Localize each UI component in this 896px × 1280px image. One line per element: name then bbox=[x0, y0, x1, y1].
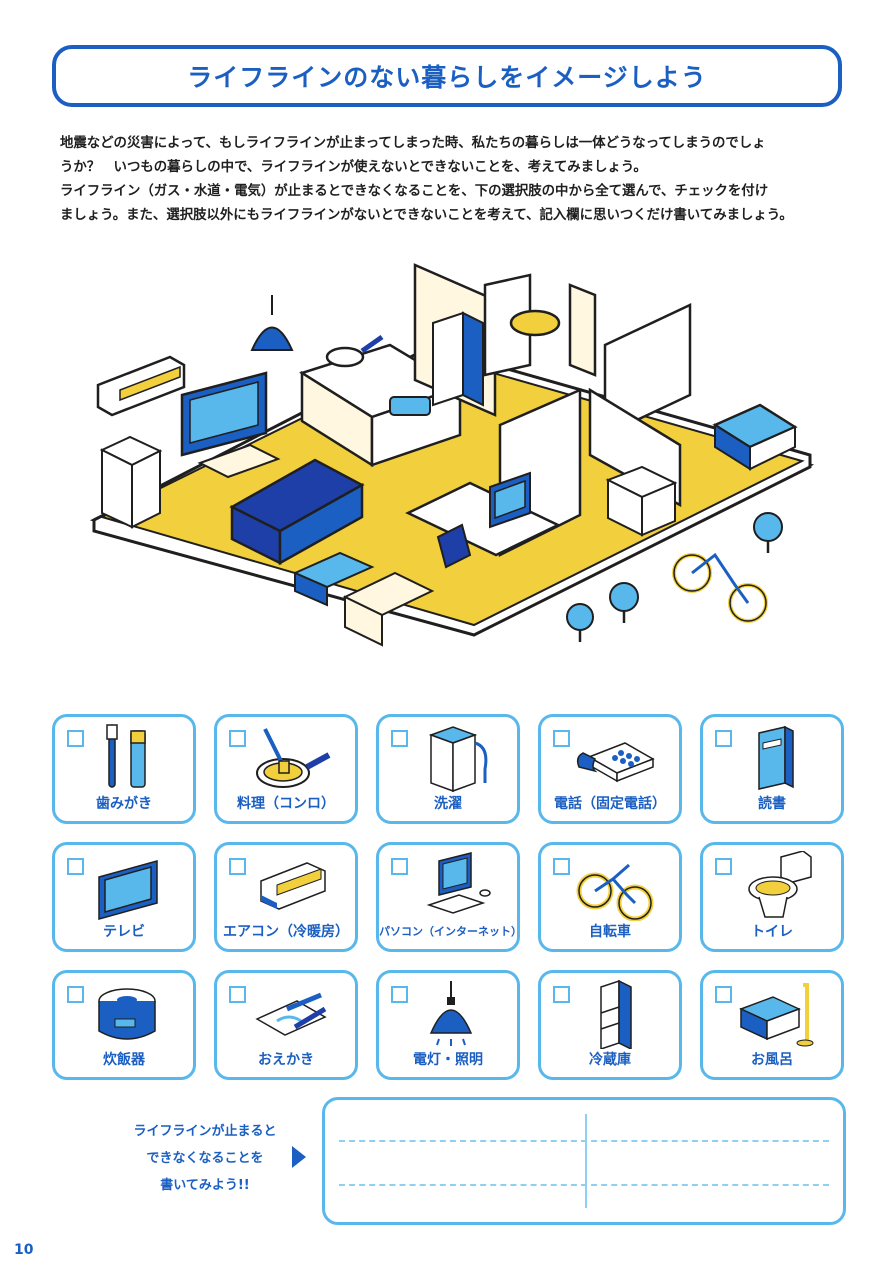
choice-card-lighting[interactable]: 電灯・照明 bbox=[376, 970, 520, 1080]
choice-label: 読書 bbox=[758, 796, 786, 812]
choice-card-rice-cooker[interactable]: 炊飯器 bbox=[52, 970, 196, 1080]
computer-icon bbox=[426, 852, 491, 914]
intro-line: うか？ いつもの暮らしの中で、ライフラインが使えないとできないことを、考えてみま… bbox=[60, 160, 647, 175]
checkbox[interactable] bbox=[553, 986, 570, 1003]
choice-card-cooking[interactable]: 料理（コンロ） bbox=[214, 714, 358, 824]
choice-label: 電話（固定電話） bbox=[554, 796, 666, 812]
intro-text: 地震などの災害によって、もしライフラインが止まってしまった時、私たちの暮らしは一… bbox=[60, 132, 840, 228]
checkbox[interactable] bbox=[229, 858, 246, 875]
page-number: 10 bbox=[14, 1242, 34, 1258]
choice-label: 炊飯器 bbox=[103, 1052, 145, 1068]
choice-card-laundry[interactable]: 洗濯 bbox=[376, 714, 520, 824]
frying-pan-icon bbox=[256, 728, 331, 788]
washing-machine-icon bbox=[428, 726, 488, 793]
choice-label: トイレ bbox=[751, 924, 793, 940]
answer-field[interactable] bbox=[322, 1097, 846, 1225]
choice-card-toilet[interactable]: トイレ bbox=[700, 842, 844, 952]
choice-card-refrigerator[interactable]: 冷蔵庫 bbox=[538, 970, 682, 1080]
writing-line bbox=[339, 1140, 829, 1142]
checkbox[interactable] bbox=[67, 986, 84, 1003]
checkbox[interactable] bbox=[391, 858, 408, 875]
checkbox[interactable] bbox=[553, 858, 570, 875]
checkbox[interactable] bbox=[391, 730, 408, 747]
checkbox[interactable] bbox=[715, 730, 732, 747]
writing-line bbox=[339, 1184, 829, 1186]
choice-card-tv[interactable]: テレビ bbox=[52, 842, 196, 952]
write-prompt-line: ライフラインが止まると bbox=[133, 1124, 277, 1139]
checkbox[interactable] bbox=[67, 730, 84, 747]
book-icon bbox=[758, 725, 794, 790]
choice-card-bicycle[interactable]: 自転車 bbox=[538, 842, 682, 952]
column-divider bbox=[585, 1114, 587, 1208]
house-illustration bbox=[90, 263, 815, 647]
checkbox[interactable] bbox=[229, 986, 246, 1003]
checkbox[interactable] bbox=[67, 858, 84, 875]
choice-label: 歯みがき bbox=[96, 796, 152, 812]
title-box: ライフラインのない暮らしをイメージしよう bbox=[52, 45, 842, 107]
choice-label: テレビ bbox=[103, 924, 145, 940]
page-title: ライフラインのない暮らしをイメージしよう bbox=[187, 63, 707, 92]
tv-icon bbox=[98, 860, 158, 920]
checkbox[interactable] bbox=[229, 730, 246, 747]
refrigerator-icon bbox=[600, 979, 632, 1049]
air-conditioner-icon bbox=[260, 862, 326, 910]
checkbox[interactable] bbox=[715, 986, 732, 1003]
choice-card-toothbrushing[interactable]: 歯みがき bbox=[52, 714, 196, 824]
intro-line: 地震などの災害によって、もしライフラインが止まってしまった時、私たちの暮らしは一… bbox=[60, 136, 766, 151]
choice-card-telephone[interactable]: 電話（固定電話） bbox=[538, 714, 682, 824]
checkbox[interactable] bbox=[715, 858, 732, 875]
toothbrush-icon bbox=[106, 724, 146, 788]
choice-card-reading[interactable]: 読書 bbox=[700, 714, 844, 824]
intro-line: ライフライン（ガス・水道・電気）が止まるとできなくなることを、下の選択肢の中から… bbox=[60, 184, 769, 199]
choice-label: 料理（コンロ） bbox=[237, 796, 335, 812]
bathtub-icon bbox=[739, 983, 814, 1047]
choice-card-bath[interactable]: お風呂 bbox=[700, 970, 844, 1080]
choice-card-computer[interactable]: パソコン（インターネット） bbox=[376, 842, 522, 952]
choice-label: パソコン（インターネット） bbox=[379, 925, 522, 938]
choice-card-drawing[interactable]: おえかき bbox=[214, 970, 358, 1080]
checkbox[interactable] bbox=[391, 986, 408, 1003]
toilet-icon bbox=[748, 851, 812, 918]
checkbox[interactable] bbox=[553, 730, 570, 747]
choice-label: 冷蔵庫 bbox=[589, 1052, 631, 1068]
choice-label: 洗濯 bbox=[434, 796, 462, 812]
choice-label: お風呂 bbox=[751, 1052, 793, 1068]
intro-line: ましょう。また、選択肢以外にもライフラインがないとできないことを考えて、記入欄に… bbox=[60, 208, 793, 223]
write-prompt-line: 書いてみよう!! bbox=[160, 1178, 250, 1193]
drawing-icon bbox=[255, 992, 327, 1036]
rice-cooker-icon bbox=[98, 988, 156, 1040]
arrow-right-icon bbox=[292, 1146, 306, 1168]
telephone-icon bbox=[576, 742, 655, 783]
lamp-icon bbox=[429, 981, 473, 1046]
choice-label: エアコン（冷暖房） bbox=[223, 924, 349, 940]
choice-label: 自転車 bbox=[589, 924, 631, 940]
choice-card-air-conditioner[interactable]: エアコン（冷暖房） bbox=[214, 842, 358, 952]
write-prompt-line: できなくなることを bbox=[146, 1151, 264, 1166]
choice-label: おえかき bbox=[258, 1052, 314, 1068]
bicycle-icon bbox=[576, 863, 654, 921]
write-prompt: ライフラインが止まると できなくなることを 書いてみよう!! bbox=[120, 1118, 290, 1199]
choice-label: 電灯・照明 bbox=[413, 1052, 483, 1068]
